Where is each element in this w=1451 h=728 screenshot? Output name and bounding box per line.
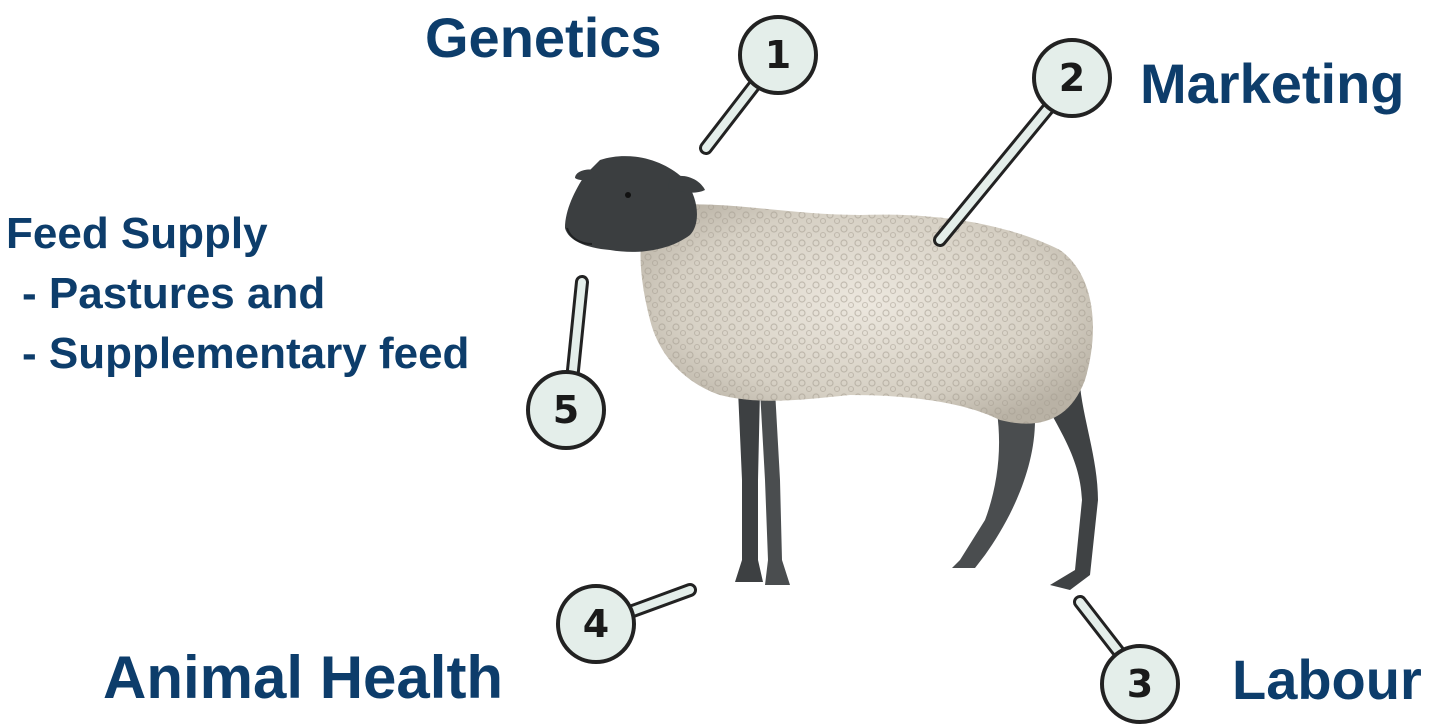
sheep-front-leg-front bbox=[735, 390, 763, 582]
label-genetics: Genetics bbox=[425, 10, 662, 66]
callout-marker-3: 3 bbox=[1080, 602, 1178, 722]
sheep-eye bbox=[625, 192, 631, 198]
feed-supply-item-supplementary: - Supplementary feed bbox=[6, 324, 469, 384]
label-marketing: Marketing bbox=[1140, 56, 1405, 112]
feed-supply-title: Feed Supply bbox=[6, 204, 469, 264]
marker-number-3: 3 bbox=[1127, 662, 1153, 706]
label-labour: Labour bbox=[1232, 652, 1422, 708]
label-feed-supply: Feed Supply - Pastures and - Supplementa… bbox=[6, 204, 469, 384]
sheep-front-leg-back bbox=[760, 390, 790, 585]
callout-marker-2: 2 bbox=[940, 40, 1110, 240]
callout-marker-4: 4 bbox=[558, 586, 690, 662]
callout-marker-5: 5 bbox=[528, 282, 604, 448]
sheep-illustration bbox=[565, 156, 1098, 590]
label-animal-health: Animal Health bbox=[103, 648, 503, 708]
marker-number-1: 1 bbox=[765, 33, 791, 77]
callout-marker-1: 1 bbox=[706, 17, 816, 148]
marker-number-2: 2 bbox=[1059, 56, 1085, 100]
feed-supply-item-pastures: - Pastures and bbox=[6, 264, 469, 324]
marker-number-4: 4 bbox=[583, 602, 609, 646]
marker-number-5: 5 bbox=[553, 388, 579, 432]
